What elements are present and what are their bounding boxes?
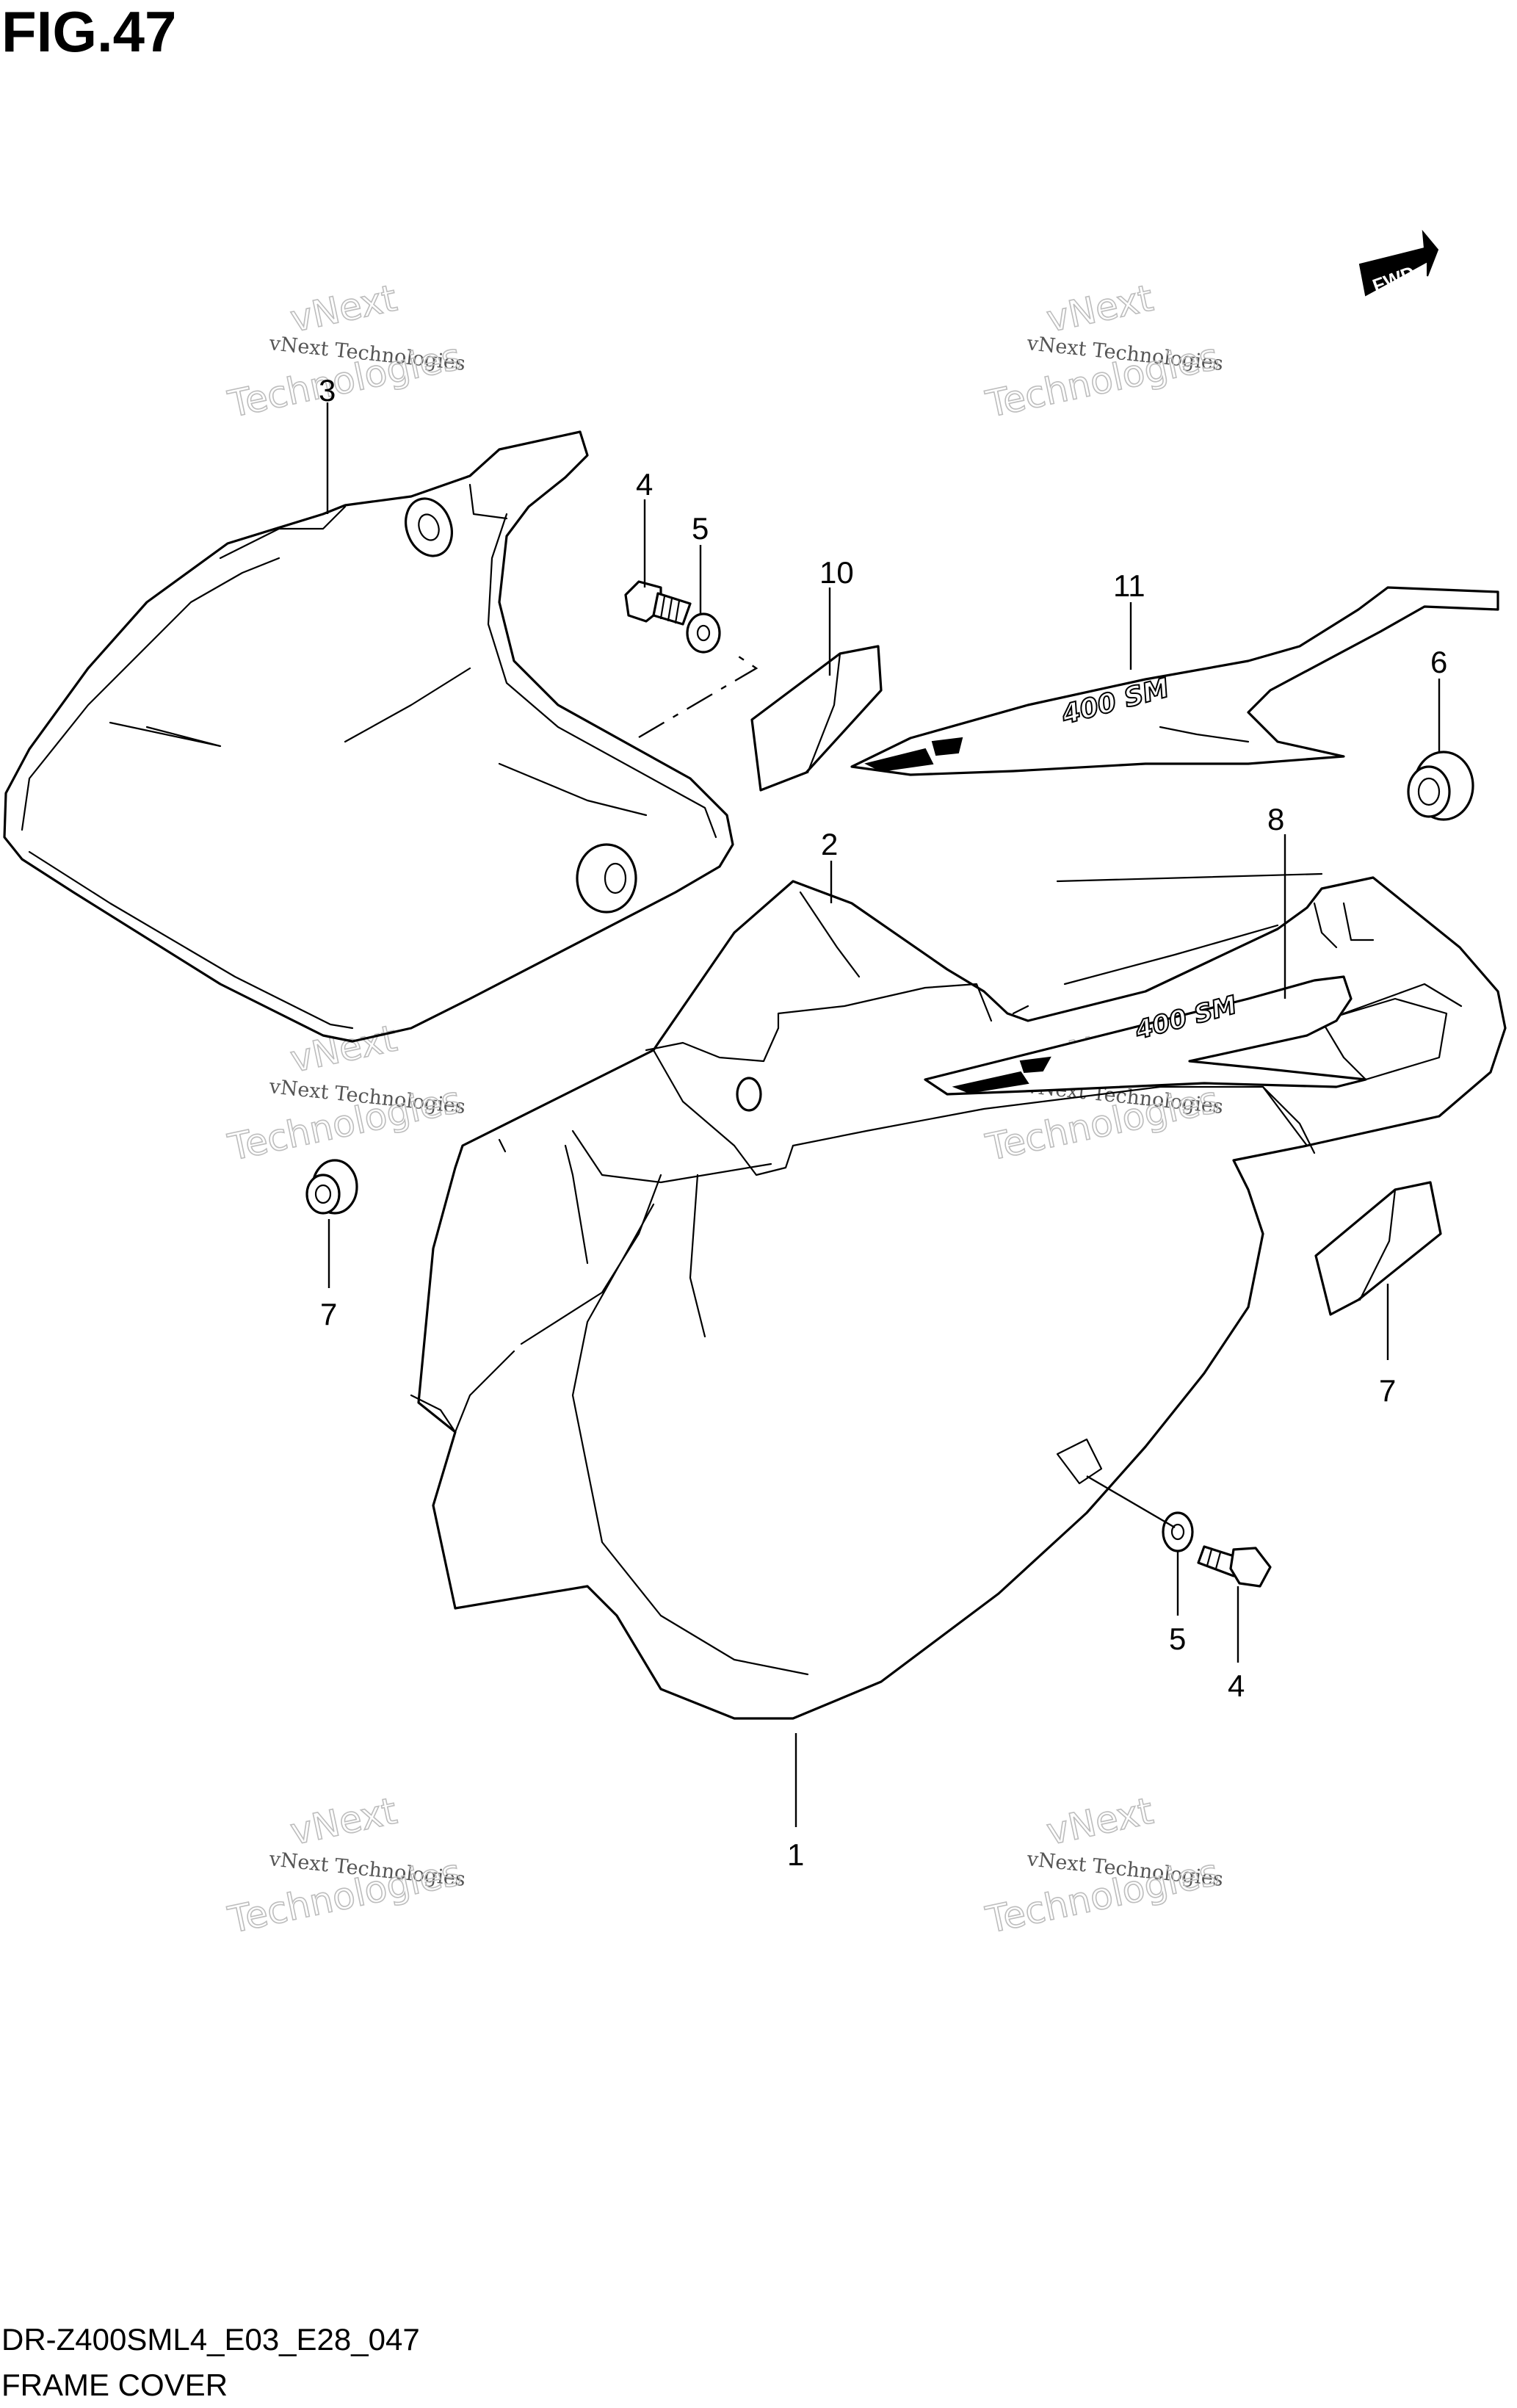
assembly-line-bottom: [1086, 1475, 1176, 1529]
part-7-grommet: [305, 1159, 358, 1215]
svg-text:vNext: vNext: [1043, 277, 1156, 341]
leader-lines: [326, 402, 1441, 1827]
watermark-top-right: vNext vNext Technologies Technologies: [982, 276, 1225, 427]
callout-10: 8: [1267, 802, 1284, 836]
part-9-pad: [1314, 1181, 1442, 1316]
callout-4-top: 4: [636, 467, 653, 502]
svg-text:vNext: vNext: [286, 1790, 400, 1854]
watermark-bottom-right: vNext vNext Technologies Technologies: [982, 1789, 1225, 1942]
callout-5-bottom: 5: [1169, 1621, 1186, 1656]
callout-6: 6: [1430, 645, 1447, 679]
callout-2: 2: [821, 827, 838, 861]
callouts: 3 4 5 10 11 6 2 8 7 7 5 4 1: [319, 373, 1447, 1872]
part-4-bolt-top: [624, 580, 692, 626]
fwd-arrow-icon: FWD: [1358, 229, 1439, 297]
part-10-decal: 400 SM: [924, 975, 1367, 1096]
part-4-bolt-bottom: [1197, 1545, 1272, 1588]
model-code: DR-Z400SML4_E03_E28_047: [1, 2322, 420, 2357]
svg-text:vNext: vNext: [1043, 1790, 1156, 1854]
callout-7: 7: [320, 1297, 337, 1331]
assembly-line-top: [638, 653, 758, 739]
section-name: FRAME COVER: [1, 2368, 228, 2402]
figure-title: FIG.47: [1, 0, 176, 64]
callout-5-top: 5: [692, 511, 709, 546]
callout-1: 1: [787, 1837, 804, 1872]
part-5-washer-top: [686, 612, 721, 654]
callout-4-bottom: 4: [1228, 1668, 1245, 1703]
part-5-washer-bottom: [1162, 1511, 1194, 1552]
part-8-pad: [750, 645, 883, 792]
watermark-bottom-left: vNext vNext Technologies Technologies: [224, 1789, 467, 1942]
callout-9: 7: [1379, 1373, 1396, 1408]
callout-11: 11: [1113, 568, 1145, 603]
part-1-right-frame-cover: [410, 872, 1507, 1720]
callout-8: 10: [819, 555, 854, 590]
watermark-top-left: vNext vNext Technologies Technologies: [224, 276, 467, 427]
part-11-decal: 400 SM: [850, 586, 1499, 776]
part-2-clip: [498, 1138, 507, 1153]
part-3-left-frame-cover: [3, 430, 734, 1043]
part-6-grommet: [1407, 751, 1474, 821]
svg-text:vNext: vNext: [286, 277, 400, 341]
callout-3: 3: [319, 373, 336, 408]
